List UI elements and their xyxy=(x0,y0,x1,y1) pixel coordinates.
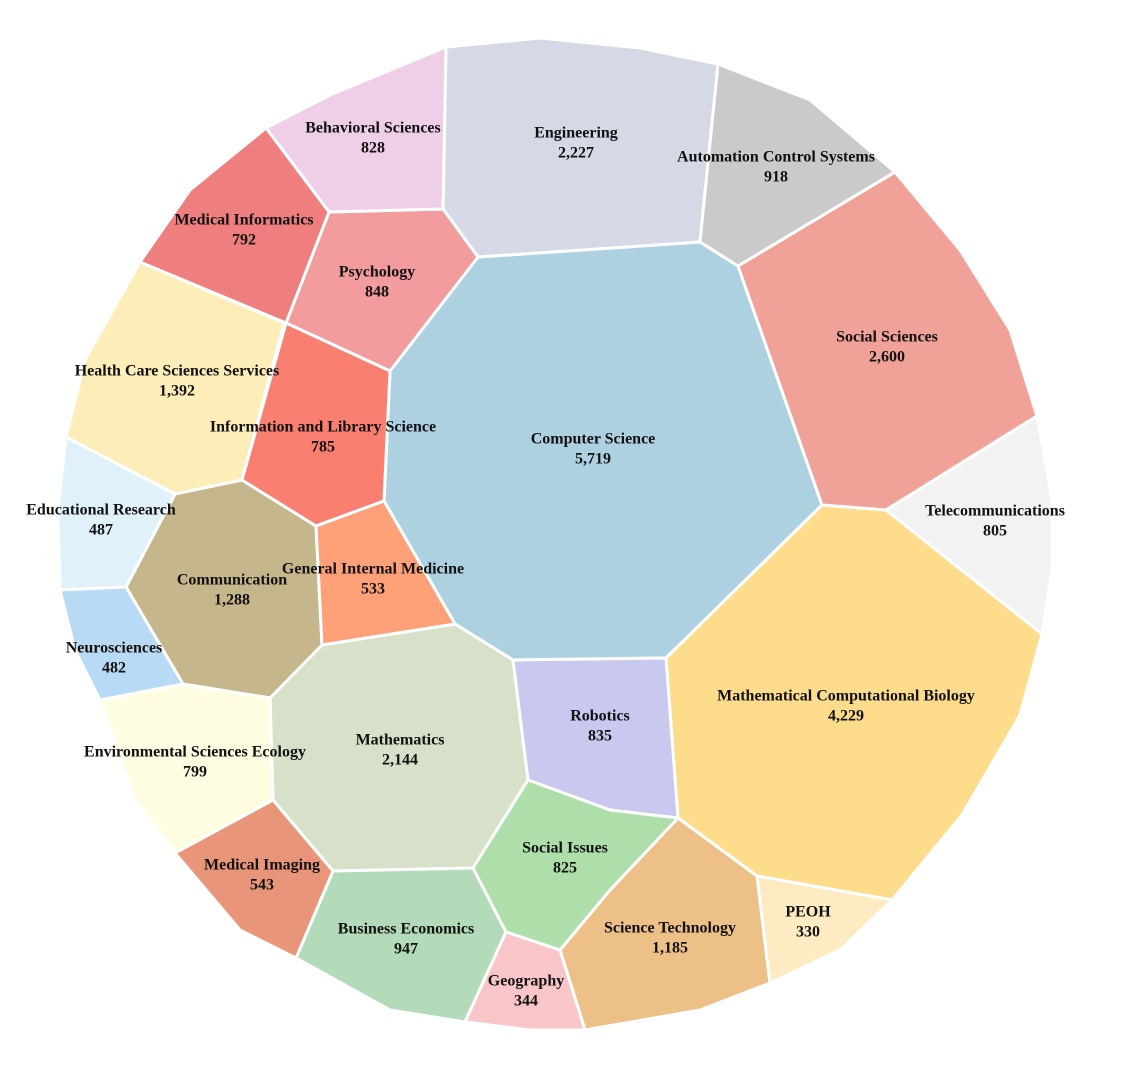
cell-label-environmental-sciences-ecology: Environmental Sciences Ecology xyxy=(84,744,306,761)
cell-label-educational-research: Educational Research xyxy=(26,502,176,519)
cell-value-automation-control-systems: 918 xyxy=(764,169,788,186)
cell-value-social-issues: 825 xyxy=(553,860,577,877)
cell-label-social-issues: Social Issues xyxy=(522,840,608,857)
cell-label-robotics: Robotics xyxy=(570,708,630,725)
cell-label-automation-control-systems: Automation Control Systems xyxy=(677,149,875,166)
cell-general-internal-medicine xyxy=(314,499,457,647)
cell-label-mathematical-computational-biology: Mathematical Computational Biology xyxy=(717,688,975,705)
cell-value-information-and-library-science: 785 xyxy=(311,439,335,456)
cell-medical-informatics xyxy=(138,126,331,325)
cell-value-mathematical-computational-biology: 4,229 xyxy=(828,708,864,725)
cell-value-geography: 344 xyxy=(514,993,538,1010)
cell-value-medical-informatics: 792 xyxy=(232,232,256,249)
cell-automation-control-systems xyxy=(698,62,897,268)
cell-geography xyxy=(463,930,587,1032)
cell-label-computer-science: Computer Science xyxy=(531,431,656,448)
cell-value-general-internal-medicine: 533 xyxy=(361,581,385,598)
cell-label-health-care-sciences-services: Health Care Sciences Services xyxy=(75,363,280,380)
cell-value-medical-imaging: 543 xyxy=(250,877,274,894)
cell-value-peoh: 330 xyxy=(796,924,820,941)
cell-label-communication: Communication xyxy=(177,572,287,589)
cell-value-social-sciences: 2,600 xyxy=(869,349,905,366)
cell-value-telecommunications: 805 xyxy=(983,523,1007,540)
cell-value-engineering: 2,227 xyxy=(558,145,594,162)
cell-value-mathematics: 2,144 xyxy=(382,752,418,769)
cell-label-telecommunications: Telecommunications xyxy=(925,503,1065,520)
cell-label-general-internal-medicine: General Internal Medicine xyxy=(282,561,464,578)
cell-value-communication: 1,288 xyxy=(214,592,250,609)
cell-label-peoh: PEOH xyxy=(785,904,831,921)
cell-value-health-care-sciences-services: 1,392 xyxy=(159,383,195,400)
cell-telecommunications xyxy=(884,414,1054,636)
cell-value-neurosciences: 482 xyxy=(102,660,126,677)
cell-label-science-technology: Science Technology xyxy=(604,920,736,937)
cell-label-engineering: Engineering xyxy=(534,125,618,142)
cell-label-medical-imaging: Medical Imaging xyxy=(204,857,320,874)
cell-value-educational-research: 487 xyxy=(89,522,113,539)
cell-label-psychology: Psychology xyxy=(339,264,415,281)
cell-value-environmental-sciences-ecology: 799 xyxy=(183,764,207,781)
cell-label-geography: Geography xyxy=(488,973,564,990)
cell-label-mathematics: Mathematics xyxy=(356,732,445,749)
cell-value-computer-science: 5,719 xyxy=(575,451,611,468)
cell-value-robotics: 835 xyxy=(588,728,612,745)
cell-value-science-technology: 1,185 xyxy=(652,940,688,957)
cell-peoh xyxy=(755,874,894,985)
cell-label-medical-informatics: Medical Informatics xyxy=(174,212,313,229)
cell-label-social-sciences: Social Sciences xyxy=(836,329,938,346)
cell-label-business-economics: Business Economics xyxy=(338,921,474,938)
cell-medical-imaging xyxy=(173,798,335,960)
cell-neurosciences xyxy=(58,585,185,702)
cell-label-information-and-library-science: Information and Library Science xyxy=(210,419,436,436)
cell-label-behavioral-sciences: Behavioral Sciences xyxy=(305,120,441,137)
cell-value-psychology: 848 xyxy=(365,284,389,301)
cell-label-neurosciences: Neurosciences xyxy=(66,640,163,657)
cell-social-sciences xyxy=(736,170,1039,512)
cell-value-behavioral-sciences: 828 xyxy=(361,140,385,157)
cell-value-business-economics: 947 xyxy=(394,941,418,958)
